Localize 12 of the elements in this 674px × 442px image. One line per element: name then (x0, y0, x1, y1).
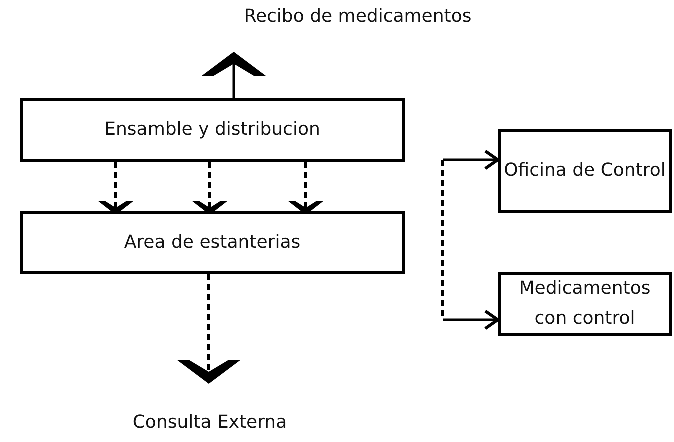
process-box (498, 272, 672, 336)
flow-label: Recibo de medicamentos (244, 5, 472, 29)
process-box (498, 129, 672, 213)
box-label: Oficina de Control (504, 159, 666, 183)
arrow (443, 310, 500, 330)
box-label: Area de estanterias (124, 230, 301, 254)
box-label: Medicamentos con control (518, 277, 652, 331)
process-box (20, 98, 405, 162)
flow-label: Consulta Externa (132, 411, 288, 435)
arrow (443, 150, 500, 170)
process-box (20, 211, 405, 274)
box-label: Ensamble y distribucion (104, 118, 320, 142)
